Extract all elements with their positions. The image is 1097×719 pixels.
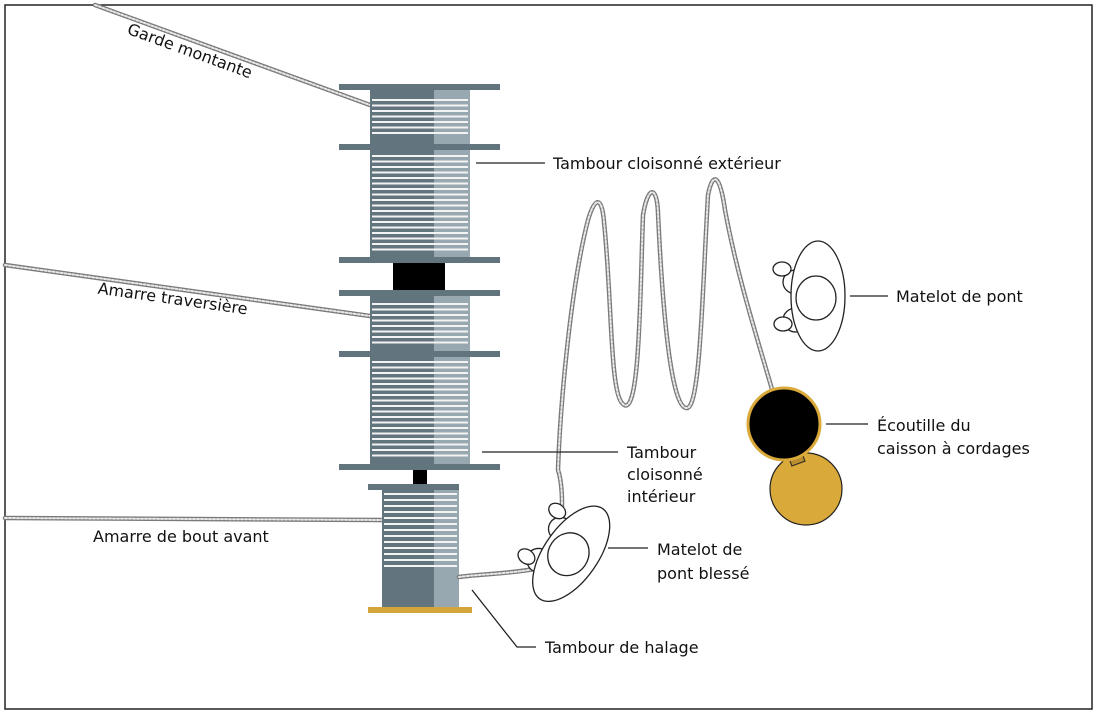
label-tambour-exterieur: Tambour cloisonné extérieur — [552, 154, 781, 173]
rope-garde-montante — [92, 2, 373, 108]
head — [547, 532, 590, 577]
head — [795, 275, 837, 321]
hatch-cover-open — [769, 452, 843, 526]
winch-base-plate — [368, 607, 472, 613]
inner-drum-bottom-flange — [339, 464, 500, 470]
outer-split-drum — [370, 88, 470, 260]
inner-split-drum — [370, 294, 470, 466]
label-matelot-blesse-line1: Matelot de — [657, 540, 742, 559]
inner-drum-top-flange — [339, 290, 500, 296]
warping-drum — [382, 488, 459, 608]
label-ecoutille-line2: caisson à cordages — [877, 439, 1030, 458]
injured-seaman-figure — [517, 502, 611, 603]
hand-upper — [772, 261, 792, 277]
drum-shaft — [413, 470, 427, 484]
diagram-frame — [4, 4, 1093, 710]
outer-drum-bottom-flange — [339, 257, 500, 263]
inner-drum-divider-flange — [339, 351, 500, 357]
outer-drum-top-flange — [339, 84, 500, 90]
inner-drum-rope-wraps — [372, 303, 468, 457]
rope-amarre-traversiere — [2, 262, 373, 319]
label-tambour-interieur-line1: Tambour — [626, 443, 697, 462]
hand-lower — [517, 548, 536, 565]
label-tambour-interieur-line3: intérieur — [627, 487, 696, 506]
rope-amarre-bout-avant — [2, 515, 385, 523]
outer-drum-divider-flange — [339, 144, 500, 150]
winch-assembly — [339, 84, 500, 613]
label-amarre-bout-avant: Amarre de bout avant — [93, 527, 269, 546]
rope-to-rope-locker — [456, 177, 788, 580]
label-matelot-pont: Matelot de pont — [896, 287, 1023, 306]
rope-locker-hatch — [746, 386, 843, 526]
hand-upper — [548, 502, 567, 520]
deck-seaman-figure — [772, 240, 846, 352]
outer-drum-rope-wraps — [372, 99, 468, 251]
label-tambour-halage: Tambour de halage — [544, 638, 699, 657]
drum-coupling — [393, 263, 445, 290]
hand-lower — [773, 316, 793, 332]
warping-drum-rope-wraps — [384, 493, 457, 567]
warping-drum-top-flange — [368, 484, 459, 490]
hatch-opening — [746, 386, 822, 462]
label-ecoutille-line1: Écoutille du — [877, 416, 971, 435]
label-matelot-blesse-line2: pont blessé — [657, 564, 749, 583]
label-tambour-interieur-line2: cloisonné — [627, 465, 703, 484]
leader-tambour-halage — [471, 589, 536, 648]
